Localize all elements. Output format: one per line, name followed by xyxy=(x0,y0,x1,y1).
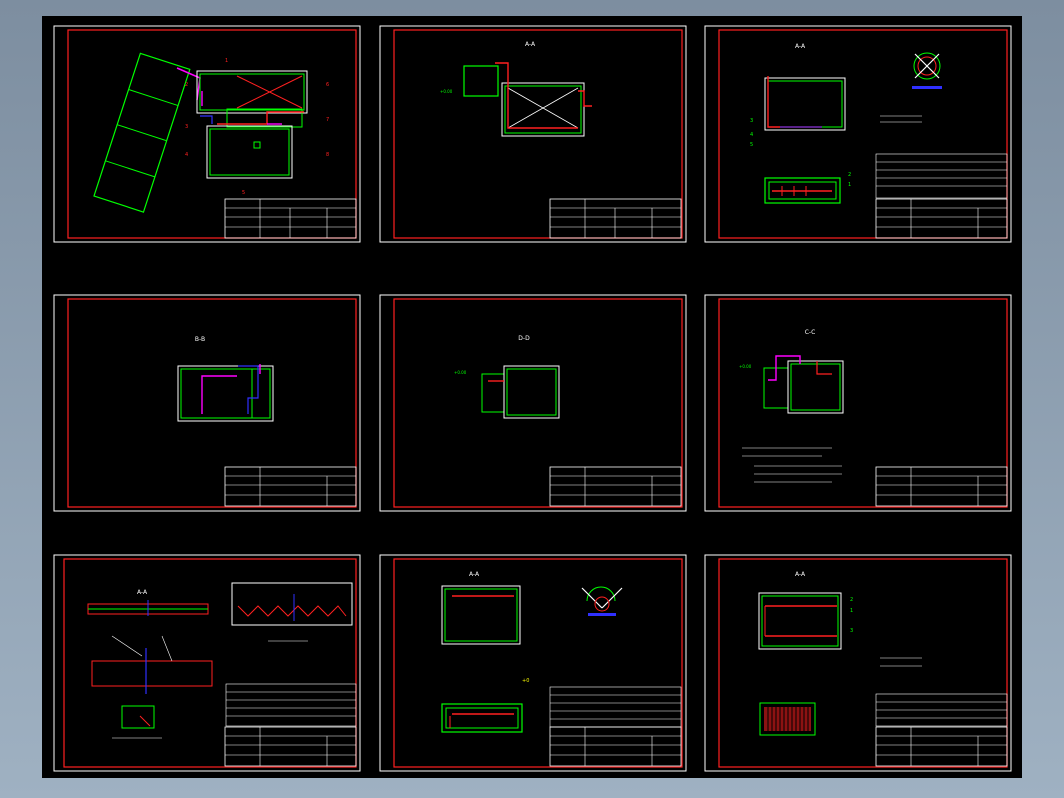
svg-text:+0.00: +0.00 xyxy=(440,89,453,94)
callout-4: 4 xyxy=(750,132,753,138)
callout-2: 2 xyxy=(848,172,851,178)
cad-drawing-canvas[interactable]: 1 2 3 4 5 6 7 8 A-A +0.00 xyxy=(42,16,1022,778)
sheet-1[interactable]: 1 2 3 4 5 6 7 8 xyxy=(53,25,361,243)
callout-5: 5 xyxy=(750,142,753,148)
sheet-7-section-label: A-A xyxy=(137,589,148,596)
sheet-4-section-label: B-B xyxy=(195,336,205,343)
sheet-8-section-label: A-A xyxy=(469,571,480,578)
callout-3: 3 xyxy=(850,628,853,634)
svg-text:3: 3 xyxy=(185,124,188,130)
svg-text:+0.00: +0.00 xyxy=(739,364,752,369)
sheet-6-section-label: C-C xyxy=(805,329,816,336)
svg-text:+0.00: +0.00 xyxy=(454,370,467,375)
svg-text:+0: +0 xyxy=(522,678,529,684)
callout-3: 3 xyxy=(750,118,753,124)
sheet-2-section-label: A-A xyxy=(525,41,536,48)
callout-2: 2 xyxy=(850,597,853,603)
sheet-5-section-label: D-D xyxy=(518,335,530,342)
sheet-8[interactable]: A-A +0 xyxy=(379,554,687,772)
sheet-9-section-label: A-A xyxy=(795,571,806,578)
sheet-9[interactable]: A-A 2 1 3 xyxy=(704,554,1012,772)
svg-text:7: 7 xyxy=(326,117,329,123)
callout-1: 1 xyxy=(850,608,853,614)
svg-text:5: 5 xyxy=(242,190,245,196)
cad-sheets-svg: 1 2 3 4 5 6 7 8 A-A +0.00 xyxy=(53,25,1012,772)
sheet-7[interactable]: A-A xyxy=(53,554,361,772)
sheet-6[interactable]: C-C +0.00 xyxy=(704,294,1012,512)
svg-text:4: 4 xyxy=(185,152,188,158)
sheet-4[interactable]: B-B xyxy=(53,294,361,512)
sheet-2[interactable]: A-A +0.00 xyxy=(379,25,687,243)
sheet-3-section-label: A-A xyxy=(795,43,806,50)
callout-1: 1 xyxy=(848,182,851,188)
svg-text:6: 6 xyxy=(326,82,329,88)
svg-text:8: 8 xyxy=(326,152,329,158)
svg-text:1: 1 xyxy=(225,58,228,64)
sheet-3[interactable]: A-A 3 4 5 2 1 xyxy=(704,25,1012,243)
svg-text:2: 2 xyxy=(185,82,188,88)
sheet-5[interactable]: D-D +0.00 xyxy=(379,294,687,512)
